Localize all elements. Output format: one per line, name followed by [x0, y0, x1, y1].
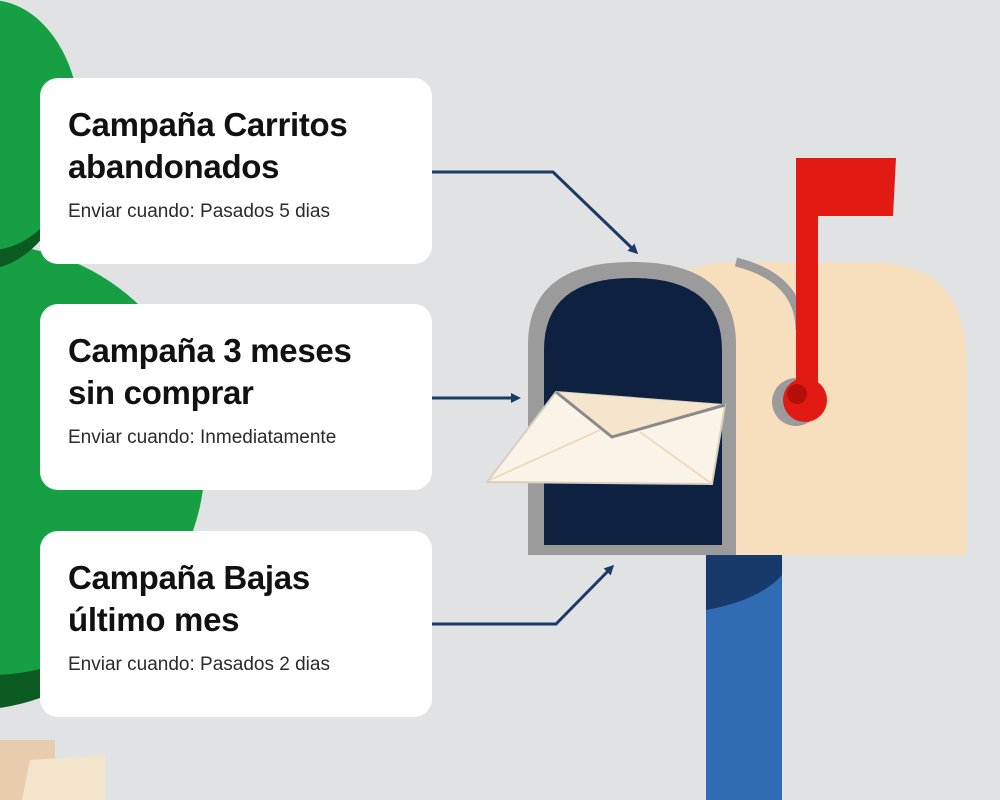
campaign-title-line2: último mes	[68, 601, 240, 638]
send-condition-value: Pasados 2 dias	[200, 654, 330, 675]
flag-icon	[772, 158, 896, 426]
campaign-title-line2: sin comprar	[68, 374, 254, 411]
campaign-title: Campaña Carritos abandonados	[68, 104, 412, 188]
send-condition-value: Inmediatamente	[200, 427, 337, 448]
campaign-send-condition: Enviar cuando:Pasados 2 dias	[68, 653, 412, 677]
campaign-title: Campaña Bajas último mes	[68, 557, 412, 641]
package-icon	[0, 740, 105, 800]
send-condition-value: Pasados 5 dias	[200, 201, 330, 222]
campaign-title-line1: Campaña 3 meses	[68, 332, 352, 369]
mailbox-post	[706, 555, 782, 800]
campaign-send-condition: Enviar cuando:Inmediatamente	[68, 426, 412, 450]
send-condition-label: Enviar cuando:	[68, 654, 195, 675]
send-condition-label: Enviar cuando:	[68, 427, 195, 448]
campaign-title-line1: Campaña Bajas	[68, 559, 310, 596]
campaign-title-line2: abandonados	[68, 148, 280, 185]
campaign-title: Campaña 3 meses sin comprar	[68, 330, 412, 414]
arrow-icon	[432, 170, 639, 255]
arrow-icon	[432, 564, 615, 626]
campaign-send-condition: Enviar cuando:Pasados 5 dias	[68, 200, 412, 224]
campaign-card: Campaña Carritos abandonados Enviar cuan…	[40, 78, 432, 264]
envelope-icon	[484, 390, 727, 486]
campaign-card: Campaña Bajas último mes Enviar cuando:P…	[40, 531, 432, 717]
campaign-title-line1: Campaña Carritos	[68, 106, 348, 143]
send-condition-label: Enviar cuando:	[68, 201, 195, 222]
campaign-card: Campaña 3 meses sin comprar Enviar cuand…	[40, 304, 432, 490]
